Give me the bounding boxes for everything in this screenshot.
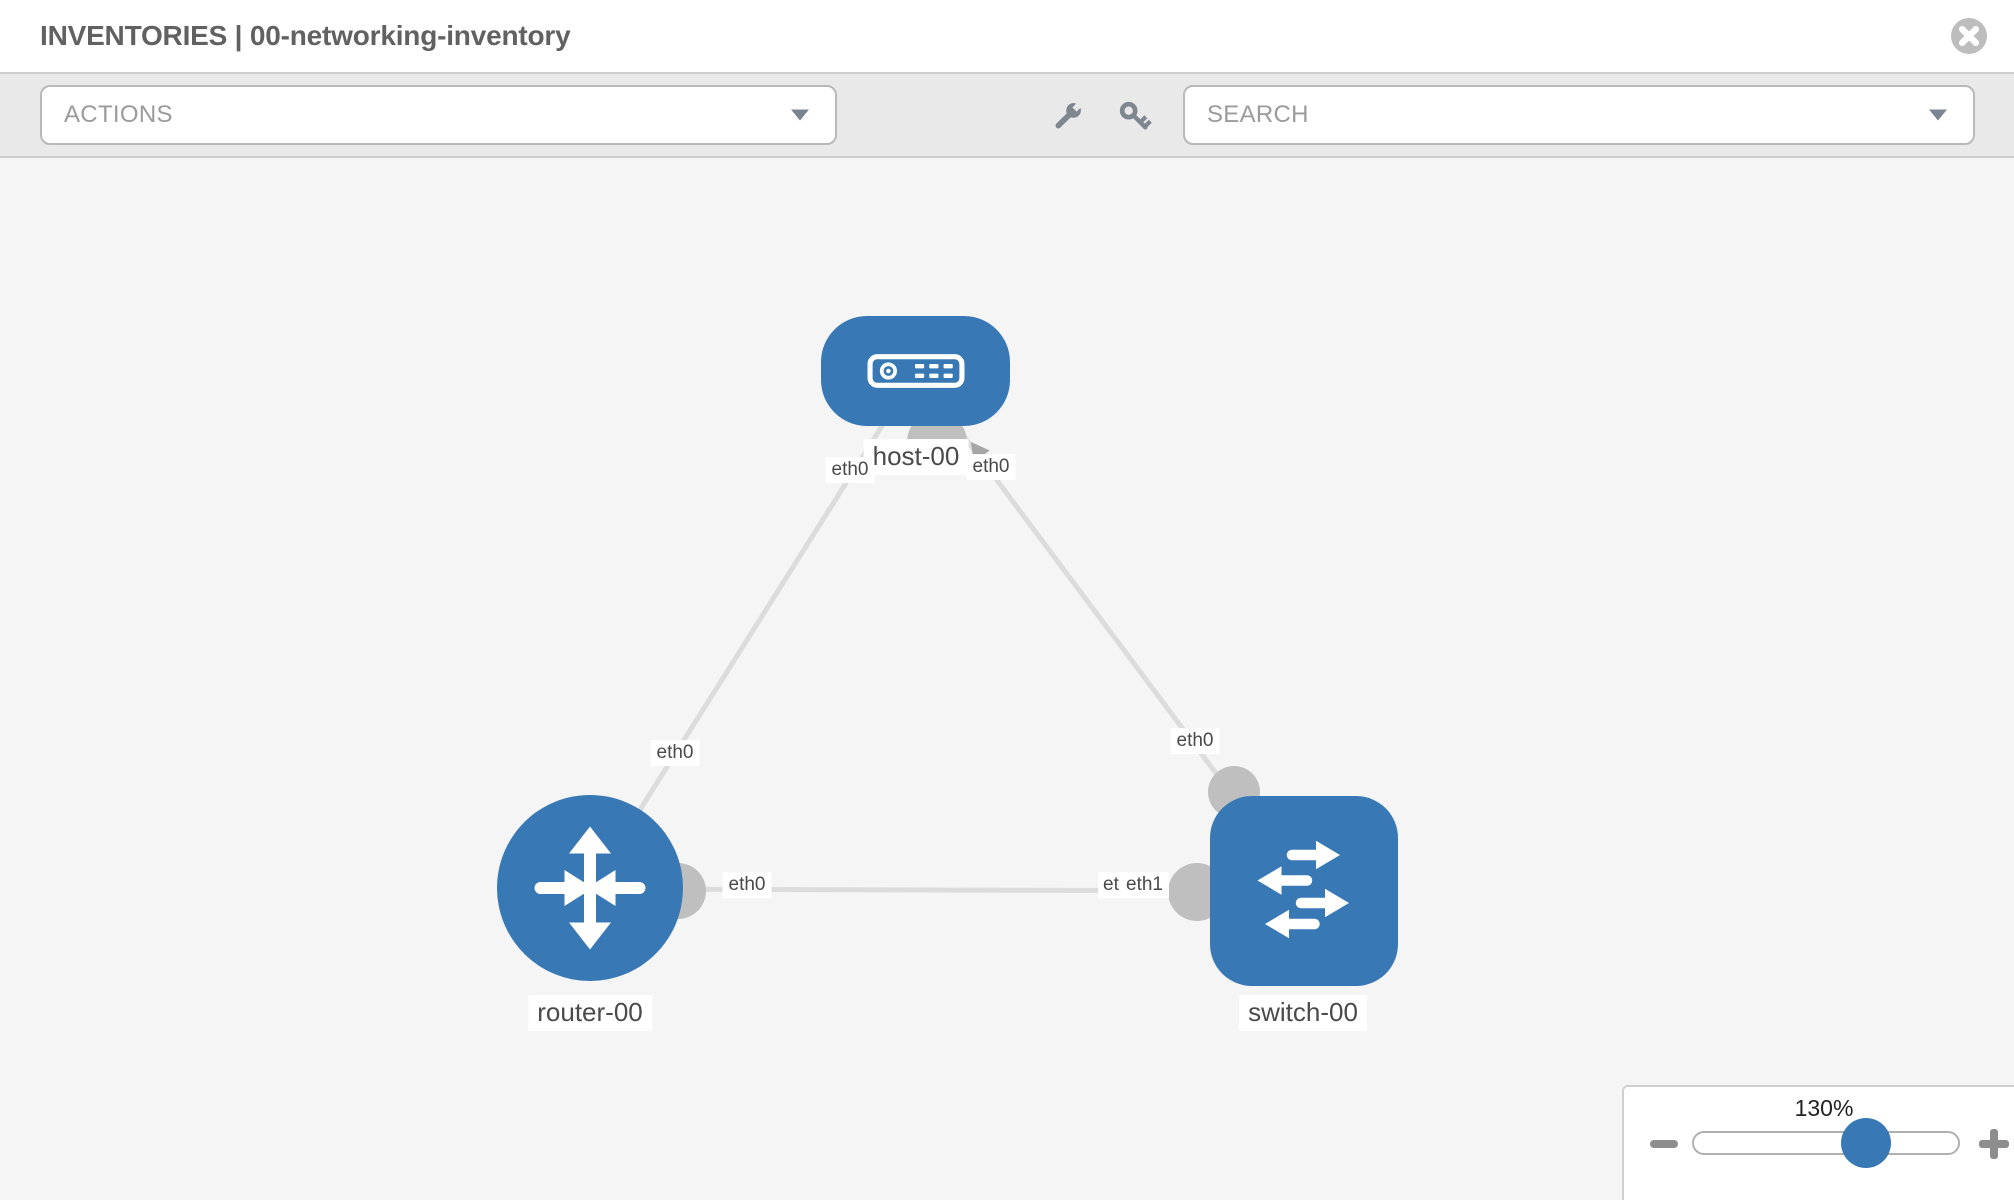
- caret-down-icon: [791, 109, 809, 121]
- switch-icon: [1257, 840, 1349, 939]
- zoom-panel: 130%: [1622, 1085, 2014, 1200]
- search-dropdown-label: SEARCH: [1207, 101, 1309, 128]
- plus-icon: [1990, 1129, 1998, 1159]
- toolbar: ACTIONS SEARCH: [0, 72, 2014, 158]
- node-host-00[interactable]: [821, 316, 1010, 426]
- if-label-host-eth0-to-switch: eth0: [966, 454, 1016, 480]
- topology-canvas[interactable]: host-00 router-00 switch-00 eth0 eth0 et…: [0, 158, 2014, 1200]
- caret-down-icon: [1929, 109, 1947, 121]
- actions-dropdown[interactable]: ACTIONS: [40, 85, 837, 145]
- if-label-host-eth0-to-router: eth0: [825, 457, 875, 483]
- zoom-level: 130%: [1794, 1095, 1854, 1121]
- zoom-in-button[interactable]: [1979, 1129, 2009, 1159]
- node-router-00[interactable]: [497, 795, 683, 981]
- page-title: INVENTORIES | 00-networking-inventory: [40, 20, 571, 51]
- zoom-out-button[interactable]: [1650, 1140, 1678, 1148]
- header-bar: INVENTORIES | 00-networking-inventory: [0, 0, 2014, 72]
- links-layer: [587, 370, 1307, 921]
- router-icon: [534, 826, 646, 950]
- host-icon: [867, 354, 964, 388]
- wrench-icon[interactable]: [1046, 98, 1086, 138]
- zoom-slider-thumb[interactable]: [1841, 1118, 1891, 1168]
- search-dropdown[interactable]: SEARCH: [1183, 85, 1975, 145]
- zoom-slider-track[interactable]: [1692, 1131, 1960, 1155]
- if-label-switch-eth1-to-router: eth1: [1120, 872, 1169, 898]
- actions-dropdown-label: ACTIONS: [64, 101, 173, 128]
- close-icon: [1951, 18, 1987, 54]
- node-label-switch: switch-00: [1239, 995, 1367, 1031]
- key-icon[interactable]: [1116, 98, 1156, 138]
- close-button[interactable]: [1950, 17, 1988, 55]
- if-label-switch-eth0-to-host: eth0: [1170, 728, 1220, 754]
- node-label-host: host-00: [863, 439, 969, 475]
- if-label-router-eth0-to-host: eth0: [650, 740, 700, 766]
- node-switch-00[interactable]: [1210, 796, 1398, 986]
- node-label-router: router-00: [528, 995, 652, 1031]
- if-label-router-eth0-to-switch: eth0: [722, 872, 772, 898]
